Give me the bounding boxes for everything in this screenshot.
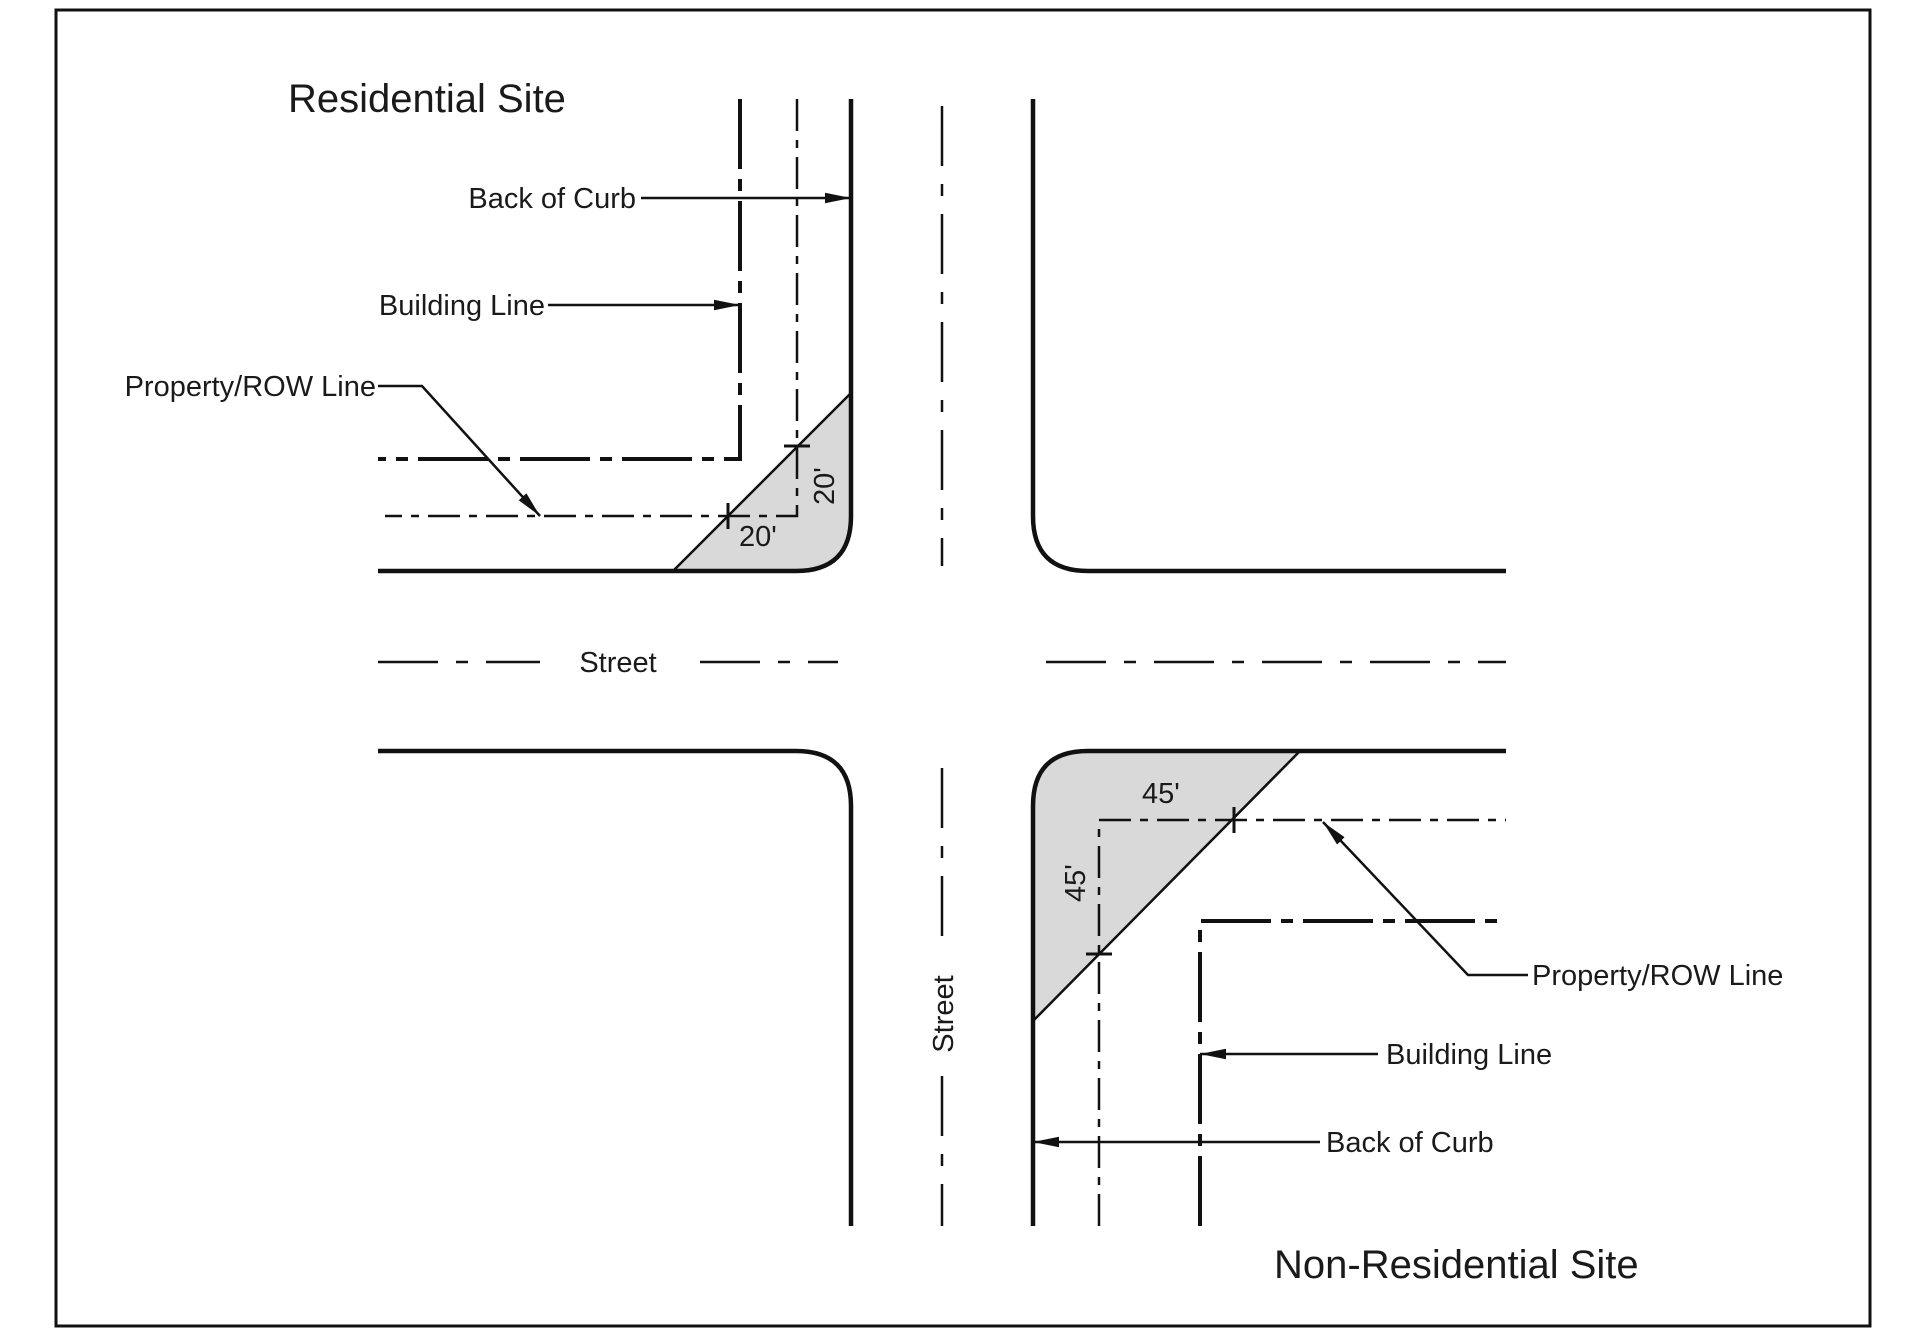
- diagram-frame: [54, 8, 1872, 1328]
- non-residential-triangle-hypotenuse: [1032, 750, 1301, 1022]
- non-residential-property-line-label: Property/ROW Line: [1532, 960, 1783, 992]
- curb-bottom-right: [1030, 748, 1506, 1226]
- non-residential-property-line-arrow: [1322, 821, 1528, 977]
- residential-building-line: [378, 99, 742, 461]
- residential-dim-horizontal: 20': [739, 521, 777, 553]
- non-residential-dim-horizontal: 45': [1142, 778, 1180, 810]
- residential-property-line-arrow: [378, 384, 541, 517]
- non-residential-site-title: Non-Residential Site: [1274, 1243, 1639, 1287]
- non-residential-property-line: [1097, 818, 1506, 1226]
- vertical-street-label: Street: [928, 975, 960, 1052]
- non-residential-building-line-label: Building Line: [1386, 1039, 1552, 1071]
- residential-back-of-curb-label: Back of Curb: [468, 183, 636, 215]
- curb-top-left: [378, 99, 854, 574]
- residential-site-title: Residential Site: [288, 77, 566, 121]
- curb-top-right: [1030, 99, 1506, 574]
- residential-triangle-hypotenuse: [672, 392, 852, 572]
- residential-property-line-label: Property/ROW Line: [125, 371, 376, 403]
- non-residential-dim-vertical: 45': [1060, 864, 1092, 902]
- residential-dim-vertical: 20': [809, 467, 841, 505]
- horizontal-street-label: Street: [579, 647, 656, 679]
- residential-property-line: [385, 99, 799, 518]
- residential-building-line-label: Building Line: [379, 290, 545, 322]
- curb-bottom-left: [378, 748, 854, 1226]
- non-residential-back-of-curb-label: Back of Curb: [1326, 1127, 1494, 1159]
